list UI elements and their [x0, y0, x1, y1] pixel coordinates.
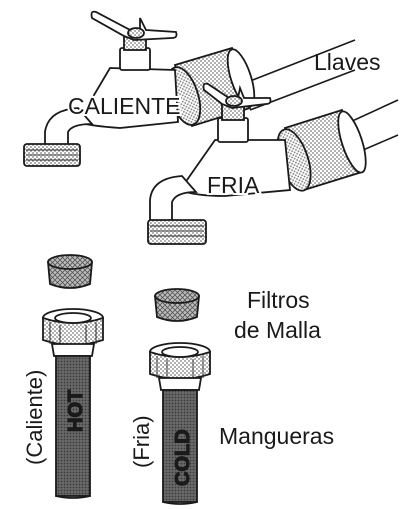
filters-label-line2: de Malla	[234, 317, 321, 343]
cold-faucet-bonnet	[217, 117, 249, 143]
hot-hose-text: HOT	[65, 390, 87, 432]
hot-faucet-bonnet	[119, 47, 151, 71]
filters-label-line1: Filtros	[247, 287, 310, 313]
hot-faucet-handle	[90, 10, 178, 41]
cold-faucet	[147, 82, 367, 245]
cold-faucet-handle	[202, 82, 272, 109]
hot-faucet-label: CALIENTE	[68, 93, 180, 119]
hot-hose	[42, 308, 104, 499]
hot-hose-vertical-label: (Caliente)	[22, 370, 47, 465]
cold-hose-vertical-label: (Fria)	[129, 415, 154, 468]
cold-faucet-label: FRIA	[207, 172, 260, 198]
mesh-filter-hot	[47, 254, 93, 289]
faucets-label: Llaves	[314, 49, 380, 75]
mesh-filter-cold	[154, 288, 200, 322]
cold-faucet-spout	[149, 175, 198, 223]
cold-faucet-thread	[147, 219, 207, 245]
hot-faucet-thread	[23, 143, 81, 167]
cold-hose	[149, 342, 211, 505]
hoses-label: Mangueras	[219, 423, 334, 449]
cold-hose-text: COLD	[172, 429, 194, 486]
